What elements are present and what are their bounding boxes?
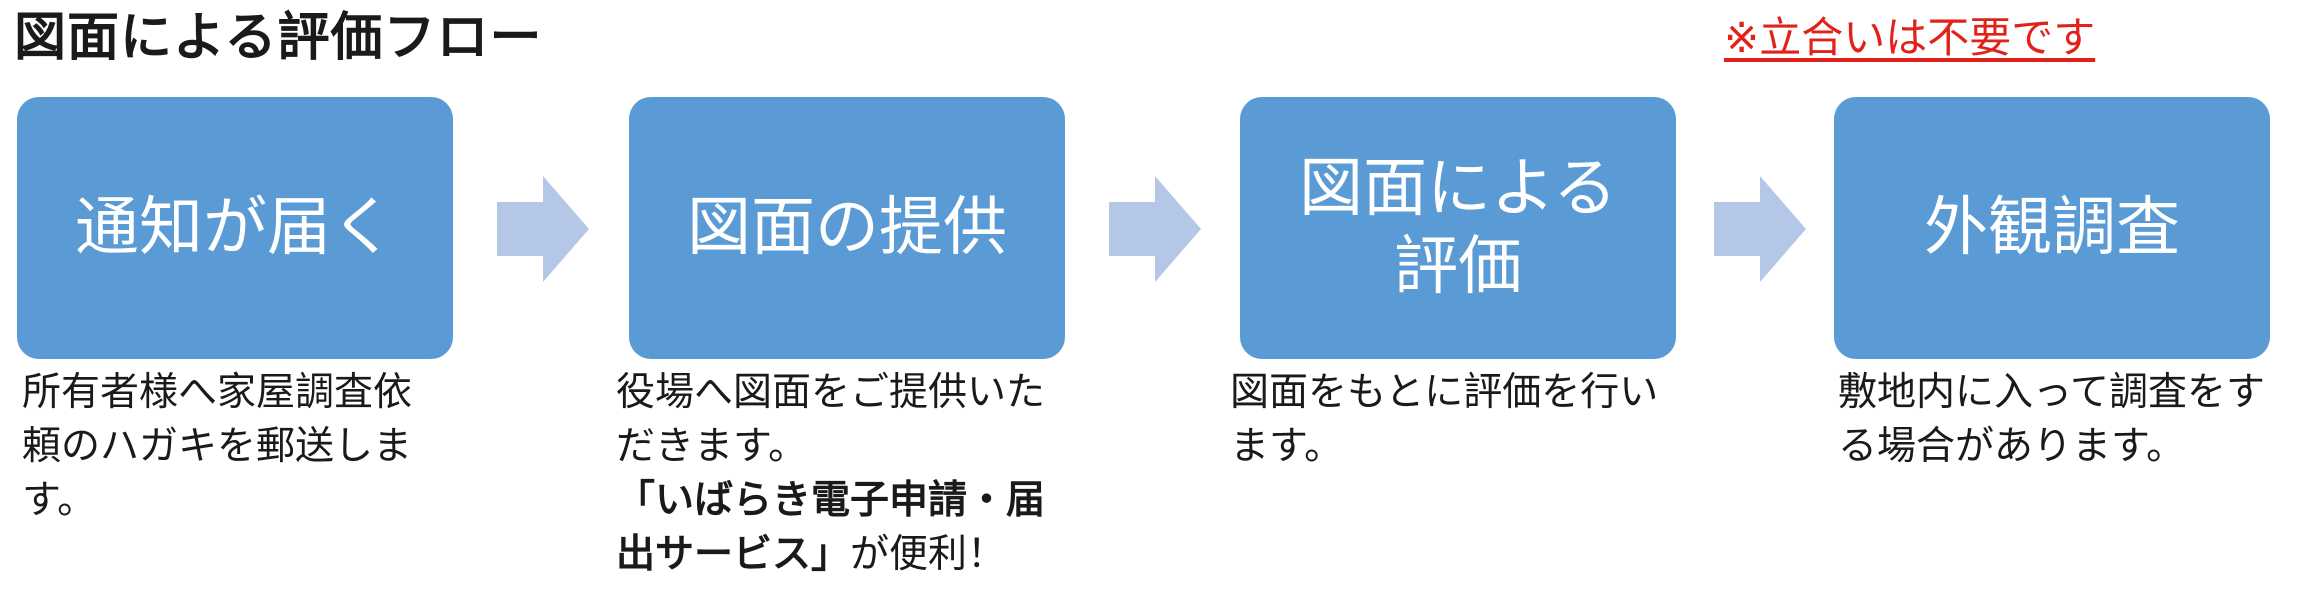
step-description: 図面をもとに評価を行い ます。	[1230, 366, 1700, 474]
step-description-text: 敷地内に入って調査をす る場合があります。	[1838, 370, 2266, 469]
no-attendance-note: ※立合いは不要です	[1724, 13, 2096, 62]
step-description: 敷地内に入って調査をす る場合があります。	[1838, 366, 2305, 474]
step-label: 図面による 評価	[1298, 152, 1618, 304]
step-description: 役場へ図面をご提供いた だきます。 「いばらき電子申請・届 出サービス」が便利！	[616, 366, 1086, 582]
step-label: 通知が届く	[75, 191, 395, 265]
step-box-notification: 通知が届く	[17, 97, 453, 359]
step-description-text: 図面をもとに評価を行い ます。	[1230, 370, 1659, 469]
step-description: 所有者様へ家屋調査依 頼のハガキを郵送しま す。	[22, 366, 492, 528]
arrow-right-icon	[497, 176, 589, 282]
service-note: が便利！	[850, 532, 1007, 577]
step-description-text: 所有者様へ家屋調査依 頼のハガキを郵送しま す。	[22, 370, 413, 523]
step-label: 図面の提供	[687, 191, 1007, 265]
step-description-emphasis: 「いばらき電子申請・届 出サービス」が便利！	[616, 474, 1086, 582]
service-name: 「いばらき電子申請・届 出サービス」	[616, 478, 1046, 577]
step-box-exterior-survey: 外観調査	[1834, 97, 2270, 359]
arrow-right-icon	[1714, 176, 1806, 282]
step-box-drawing-evaluation: 図面による 評価	[1240, 97, 1676, 359]
step-label: 外観調査	[1924, 191, 2180, 265]
step-box-drawing-provision: 図面の提供	[629, 97, 1065, 359]
page-title: 図面による評価フロー	[14, 8, 543, 68]
step-description-text: 役場へ図面をご提供いた だきます。	[616, 370, 1046, 469]
arrow-right-icon	[1109, 176, 1201, 282]
